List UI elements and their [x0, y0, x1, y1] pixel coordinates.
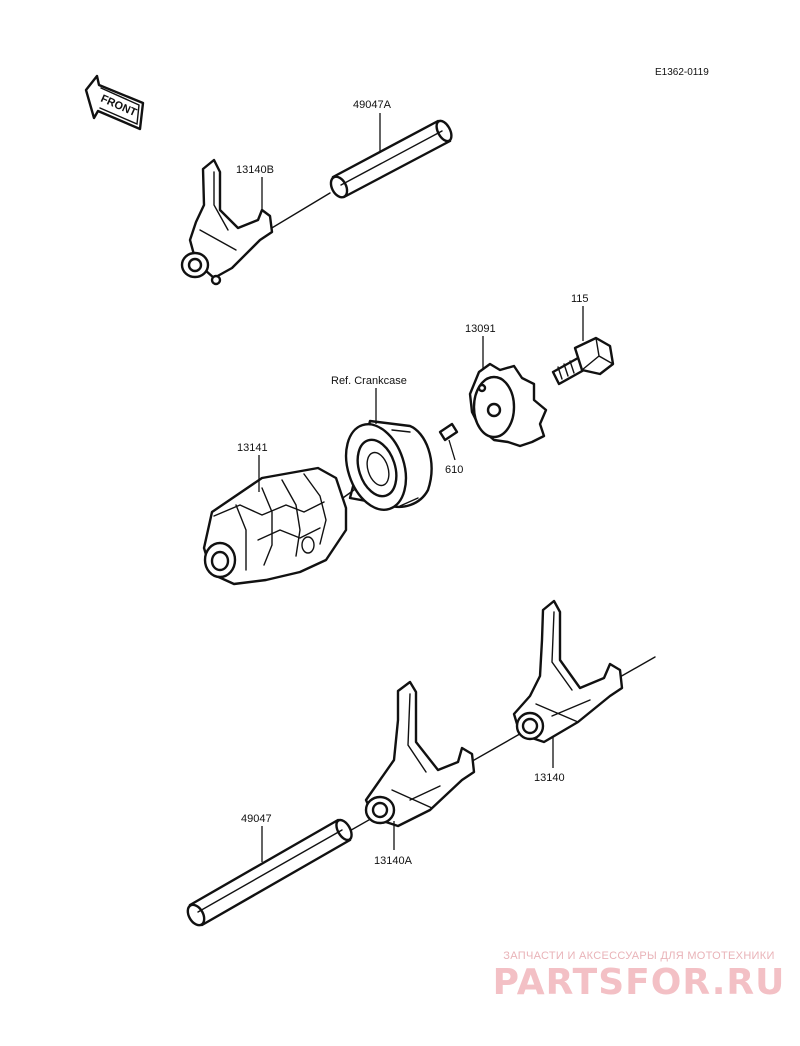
bearing-ref-crankcase — [344, 419, 433, 511]
label-49047: 49047 — [241, 813, 272, 825]
label-ref-crankcase: Ref. Crankcase — [331, 375, 407, 387]
watermark-tagline: ЗАПЧАСТИ И АКСЕССУАРЫ ДЛЯ МОТОТЕХНИКИ — [503, 950, 775, 962]
label-610: 610 — [445, 464, 463, 476]
label-115: 115 — [571, 293, 589, 305]
bolt-115 — [551, 336, 615, 386]
pin-610 — [438, 422, 459, 442]
shaft-49047 — [186, 818, 353, 927]
shift-fork-13140 — [512, 599, 624, 744]
shift-drum-13141 — [202, 466, 348, 586]
shift-fork-13140A — [364, 680, 476, 828]
shift-fork-13140B — [180, 158, 274, 286]
label-49047A: 49047A — [353, 99, 392, 111]
watermark-logo: PARTSFOR.RU — [492, 962, 786, 1003]
label-13140: 13140 — [534, 772, 565, 784]
label-13091: 13091 — [465, 323, 496, 335]
shaft-49047A — [329, 119, 453, 199]
label-13140B: 13140B — [236, 164, 274, 176]
label-13141: 13141 — [237, 442, 268, 454]
front-arrow-icon: FRONT — [84, 74, 145, 131]
front-arrow-label: FRONT — [99, 93, 139, 119]
shift-cam-13091 — [468, 362, 548, 448]
label-13140A: 13140A — [374, 855, 413, 867]
diagram-code: E1362-0119 — [655, 67, 709, 78]
